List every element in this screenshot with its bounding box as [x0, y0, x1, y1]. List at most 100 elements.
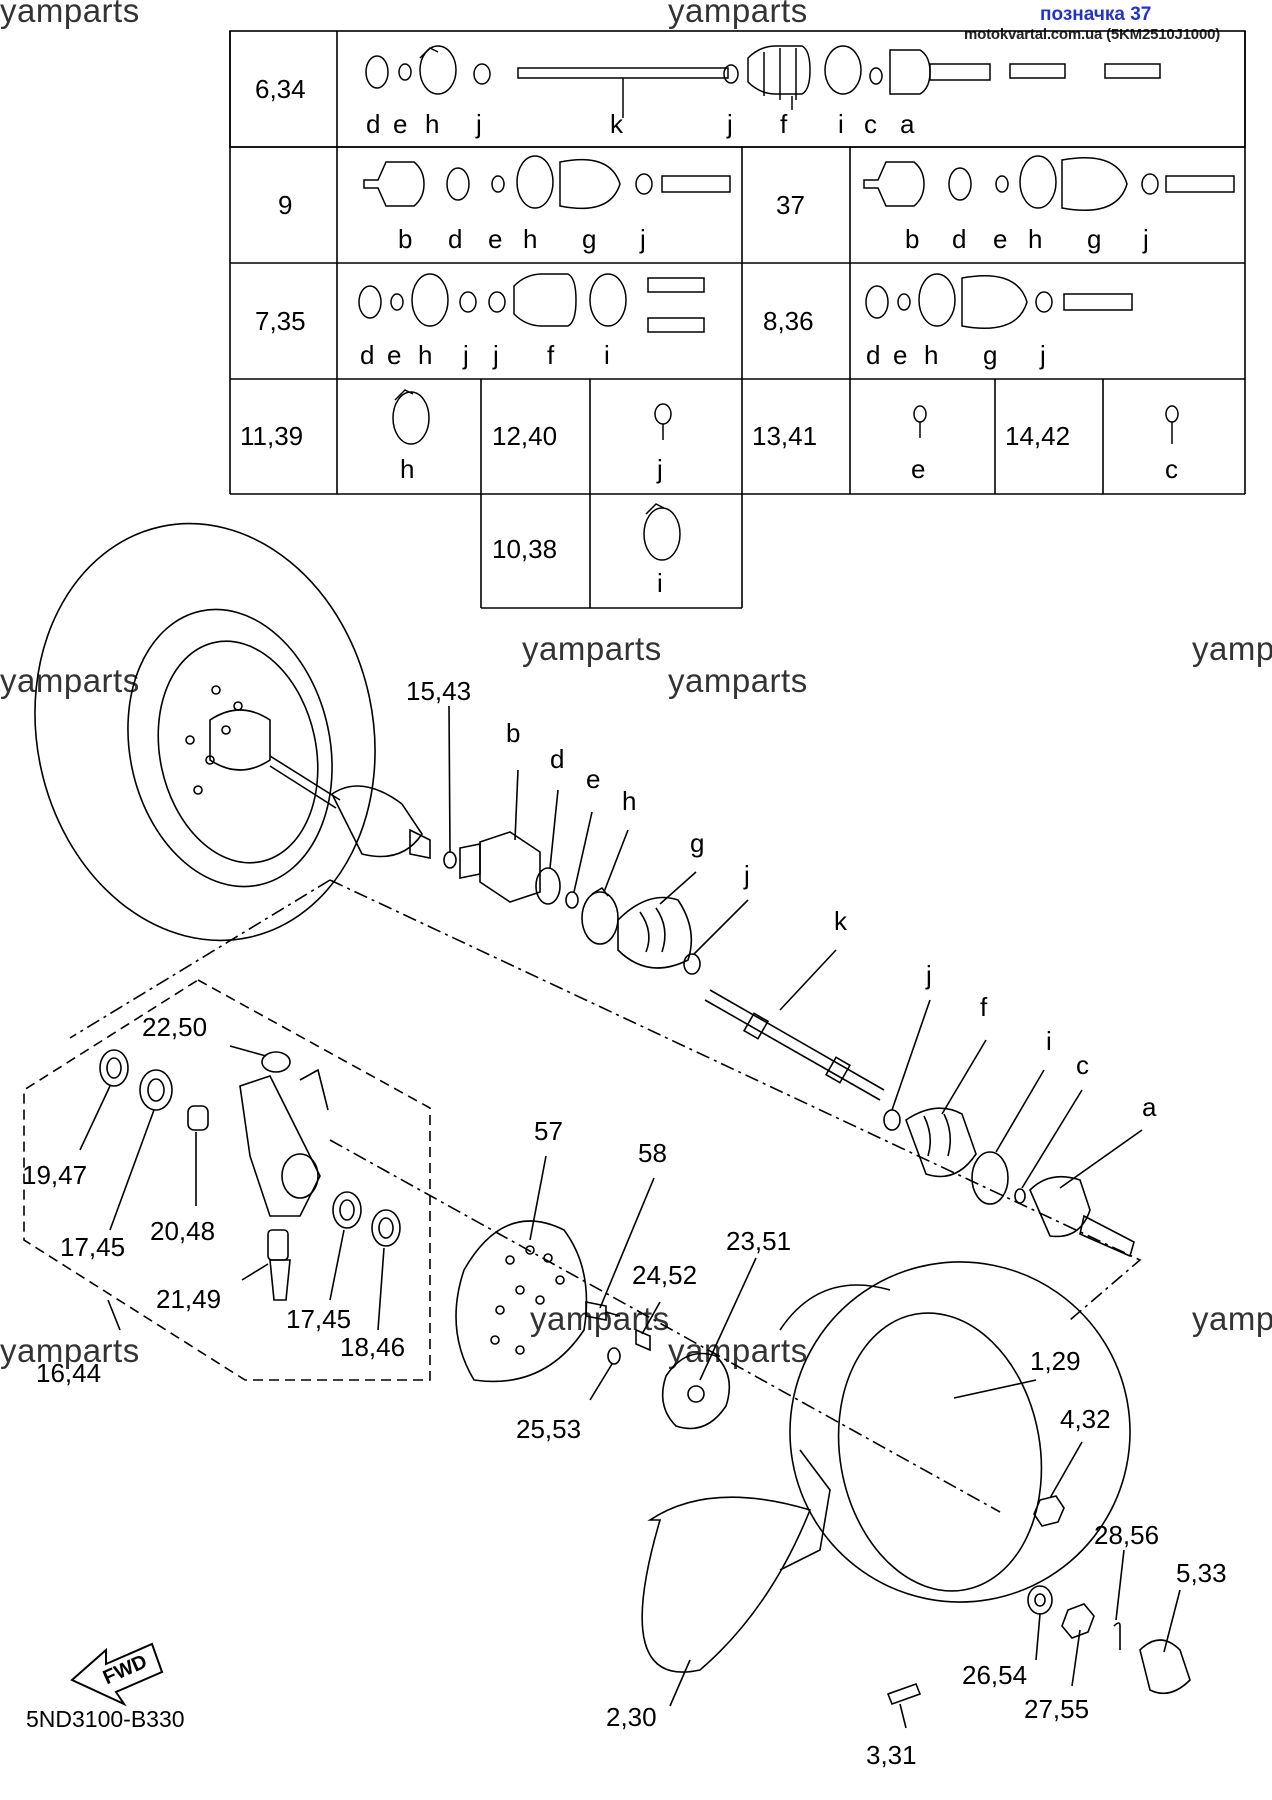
watermark: yamparts: [668, 1332, 808, 1369]
callout-label: e: [586, 764, 600, 794]
part-letter: h: [425, 109, 439, 139]
part-letter: e: [488, 224, 502, 254]
table-row-number: 13,41: [752, 421, 817, 451]
fwd-arrow-icon: FWD: [70, 1642, 164, 1707]
callout-label: 17,45: [60, 1232, 125, 1262]
part-letter: h: [400, 454, 414, 484]
part-letter: j: [492, 340, 499, 370]
callout-label: 25,53: [516, 1414, 581, 1444]
part-letter: c: [1165, 454, 1178, 484]
callout-label: 2,30: [606, 1702, 657, 1732]
watermark: yamparts: [0, 662, 140, 699]
table-row-number: 11,39: [240, 421, 303, 451]
callout-label: 21,49: [156, 1284, 221, 1314]
row3-parts: [358, 273, 1133, 333]
row2-parts: [363, 155, 1235, 211]
table-row-number: 8,36: [763, 306, 814, 336]
part-letter: j: [462, 340, 469, 370]
callout-label: j: [925, 960, 932, 990]
table-row-number: 7,35: [255, 306, 306, 336]
part-letter: e: [387, 340, 401, 370]
callout-label: 3,31: [866, 1740, 917, 1770]
part-letter: j: [1142, 224, 1149, 254]
callout-label: 57: [534, 1116, 563, 1146]
callout-label: a: [1142, 1092, 1157, 1122]
callout-label: d: [550, 744, 564, 774]
watermark: yamparts: [668, 662, 808, 699]
part-letter: h: [418, 340, 432, 370]
callout-label: 18,46: [340, 1332, 405, 1362]
header-label[interactable]: позначка 37: [1040, 4, 1152, 25]
row4-parts: [392, 389, 1179, 561]
part-letter: d: [360, 340, 374, 370]
callout-label: 22,50: [142, 1012, 207, 1042]
row1-letters: d e h j k j f i c a: [366, 109, 915, 139]
part-letter: d: [952, 224, 966, 254]
callout-label: 19,47: [22, 1160, 87, 1190]
callout-label: c: [1076, 1050, 1089, 1080]
part-letter: e: [911, 454, 925, 484]
callout-label: k: [834, 906, 848, 936]
part-letter: j: [656, 454, 663, 484]
row3-letters: d e h j j f i d e h g j: [360, 340, 1046, 370]
part-letter: j: [639, 224, 646, 254]
part-letter: f: [780, 109, 788, 139]
callout-label: 4,32: [1060, 1404, 1111, 1434]
table-row-number: 12,40: [492, 421, 557, 451]
part-letter: j: [726, 109, 733, 139]
part-letter: e: [993, 224, 1007, 254]
callout-labels: 15,43 b d e h g j k j f i c a 22,50 19,4…: [22, 676, 1227, 1770]
part-letter: b: [905, 224, 919, 254]
callout-label: h: [622, 786, 636, 816]
part-letter: h: [924, 340, 938, 370]
watermark: yamp: [1192, 1300, 1272, 1337]
callout-label: 17,45: [286, 1304, 351, 1334]
callout-label: i: [1046, 1026, 1052, 1056]
callout-label: b: [506, 718, 520, 748]
callout-label: f: [980, 992, 988, 1022]
part-letter: j: [475, 109, 482, 139]
part-letter: g: [582, 224, 596, 254]
diagram-code: 5ND3100-B330: [26, 1706, 185, 1732]
axle-exploded-view: [23, 522, 1191, 1729]
part-letter: b: [398, 224, 412, 254]
callout-label: 24,52: [632, 1260, 697, 1290]
watermark: yamp: [1192, 630, 1272, 667]
part-letter: h: [1028, 224, 1042, 254]
callout-label: 16,44: [36, 1358, 101, 1388]
part-letter: i: [838, 109, 844, 139]
part-letter: j: [1039, 340, 1046, 370]
callout-label: 23,51: [726, 1226, 791, 1256]
part-letter: d: [448, 224, 462, 254]
table-row-number: 6,34: [255, 74, 306, 104]
callout-label: 1,29: [1030, 1346, 1081, 1376]
callout-label: 27,55: [1024, 1694, 1089, 1724]
table-row-number: 10,38: [492, 534, 557, 564]
part-letter: d: [866, 340, 880, 370]
table-row-number: 9: [278, 190, 292, 220]
callout-label: 26,54: [962, 1660, 1027, 1690]
part-letter: i: [657, 568, 663, 598]
watermark: yamparts: [522, 630, 662, 667]
callout-label: 28,56: [1094, 1520, 1159, 1550]
callout-label: g: [690, 828, 704, 858]
part-letter: g: [1087, 224, 1101, 254]
part-letter: f: [547, 340, 555, 370]
part-letter: d: [366, 109, 380, 139]
parts-table: [229, 30, 1246, 609]
row2-letters: b d e h g j b d e h g j: [398, 224, 1149, 254]
part-letter: g: [983, 340, 997, 370]
row1-parts: [365, 45, 1161, 118]
callout-label: 15,43: [406, 676, 471, 706]
part-letter: h: [523, 224, 537, 254]
callout-label: j: [743, 860, 750, 890]
part-letter: e: [893, 340, 907, 370]
watermark: yamparts: [0, 1332, 140, 1369]
callout-label: 58: [638, 1138, 667, 1168]
callout-label: 20,48: [150, 1216, 215, 1246]
callout-label: 5,33: [1176, 1558, 1227, 1588]
part-letter: i: [604, 340, 610, 370]
part-letter: k: [610, 109, 624, 139]
table-row-number: 37: [776, 190, 805, 220]
